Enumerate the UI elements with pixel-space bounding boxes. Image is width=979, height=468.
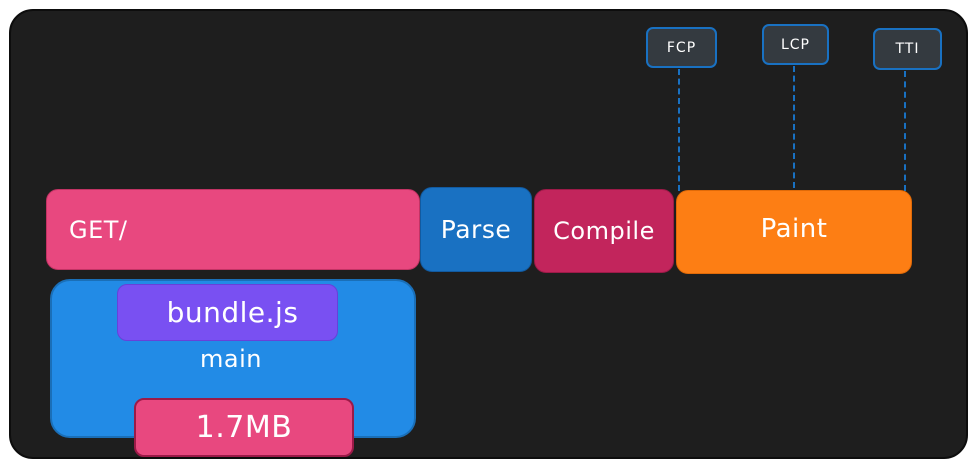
lcp-connector-line [793, 66, 795, 188]
parse-phase-block: Parse [420, 187, 532, 272]
bundle-size-badge: 1.7MB [134, 398, 354, 457]
compile-phase-block: Compile [534, 189, 674, 273]
tti-marker: TTI [873, 28, 942, 70]
tti-connector-line [904, 71, 906, 191]
fcp-marker: FCP [646, 27, 717, 68]
fcp-connector-line [678, 69, 680, 191]
lcp-marker: LCP [762, 24, 829, 65]
request-phase-block: GET/ [46, 189, 420, 270]
bundle-file-label: bundle.js [117, 284, 338, 341]
paint-phase-block: Paint [676, 190, 912, 274]
